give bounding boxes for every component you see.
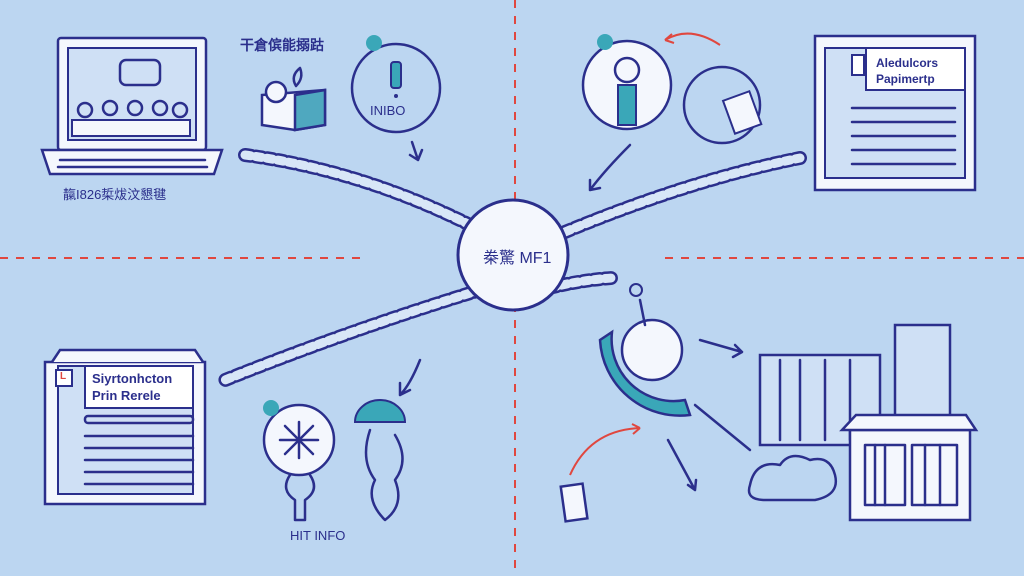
central-hub-label: 桊驚 MF1: [483, 250, 552, 267]
person-circle: [581, 32, 721, 192]
panel-line-1: Siyrtonhcton: [92, 371, 173, 386]
open-box-icon: [260, 66, 327, 132]
laptop-caption: 靝I826梊炦汶懇毽: [63, 187, 167, 202]
connector-ropes: [218, 148, 807, 387]
bottom-left-panel-title: Siyrtonhcton Prin Rerele: [92, 370, 172, 404]
crescent-magnifier: [559, 283, 752, 523]
top-left-heading: 干倉傧能搦跍: [240, 37, 324, 53]
panel-line-1: Aledulcors: [876, 56, 939, 70]
alert-circle: [350, 35, 442, 162]
document-panel-bottom-left: [43, 348, 207, 506]
bottom-caption: HIT INFO: [290, 528, 346, 543]
top-right-panel-title: Aledulcors Papimertp: [876, 55, 938, 87]
factory-building: [747, 323, 979, 522]
panel-line-2: Prin Rerele: [92, 388, 161, 403]
bottom-left-panel-badge: L: [60, 371, 67, 382]
gadget-circle: [682, 65, 763, 145]
alert-circle-label: INIBO: [370, 103, 406, 118]
panel-line-2: Papimertp: [876, 72, 935, 86]
laptop-icon: [40, 36, 224, 176]
document-panel-top-right: [813, 34, 977, 192]
central-hub-circle: [456, 198, 570, 312]
idea-bulb-circle: [262, 358, 422, 522]
dome-figure: [353, 399, 407, 522]
